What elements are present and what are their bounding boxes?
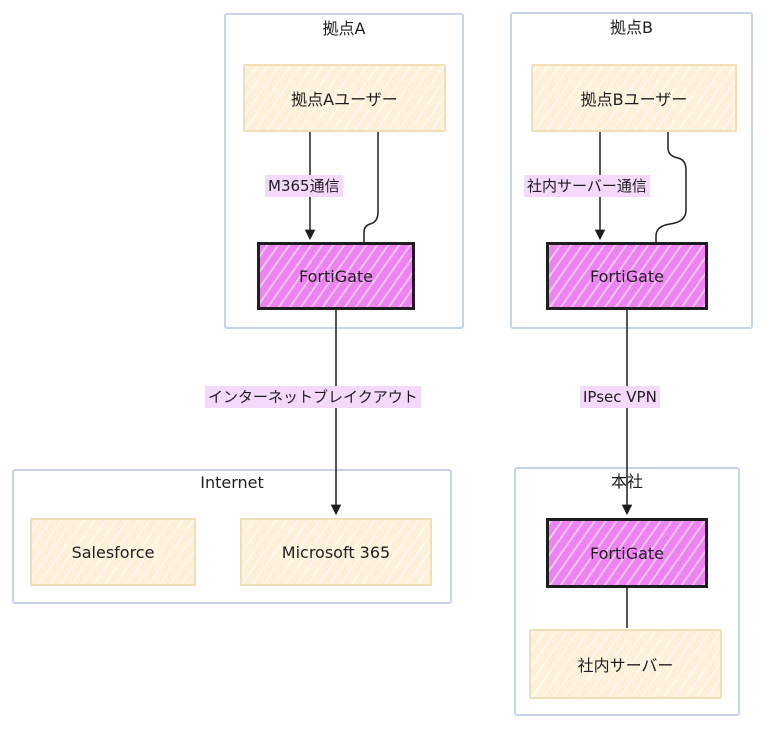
hq-fortigate-label: FortiGate: [589, 543, 665, 563]
site-b-users-node: 拠点Bユーザー: [531, 64, 737, 132]
site-b-title: 拠点B: [610, 18, 653, 37]
internet-group: Internet: [12, 469, 452, 604]
m365-traffic-label: M365通信: [265, 175, 343, 197]
site-a-group: 拠点A: [224, 13, 464, 329]
edge-site-b-users-return: [655, 132, 687, 242]
site-a-fortigate-label: FortiGate: [298, 266, 374, 286]
site-a-users-label: 拠点Aユーザー: [291, 90, 398, 109]
site-a-title: 拠点A: [322, 19, 366, 38]
internal-server-label: 社内サーバー: [577, 656, 674, 675]
salesforce-node: Salesforce: [30, 518, 196, 586]
site-a-fortigate-node: FortiGate: [257, 242, 415, 310]
internal-server-node: 社内サーバー: [529, 629, 722, 699]
internet-breakout-label: インターネットブレイクアウト: [205, 386, 421, 408]
microsoft365-label: Microsoft 365: [281, 542, 391, 562]
salesforce-label: Salesforce: [71, 542, 155, 562]
site-b-users-label: 拠点Bユーザー: [580, 90, 688, 109]
site-a-users-node: 拠点Aユーザー: [243, 64, 446, 132]
ipsec-vpn-label: IPsec VPN: [580, 386, 660, 408]
site-b-fortigate-node: FortiGate: [546, 242, 708, 310]
microsoft365-node: Microsoft 365: [240, 518, 432, 586]
internet-title: Internet: [200, 473, 264, 492]
site-b-fortigate-label: FortiGate: [589, 266, 665, 286]
internal-server-traffic-label: 社内サーバー通信: [524, 175, 650, 197]
edge-site-a-users-return: [363, 132, 379, 242]
site-b-group: 拠点B: [510, 12, 753, 329]
hq-fortigate-node: FortiGate: [546, 518, 708, 588]
